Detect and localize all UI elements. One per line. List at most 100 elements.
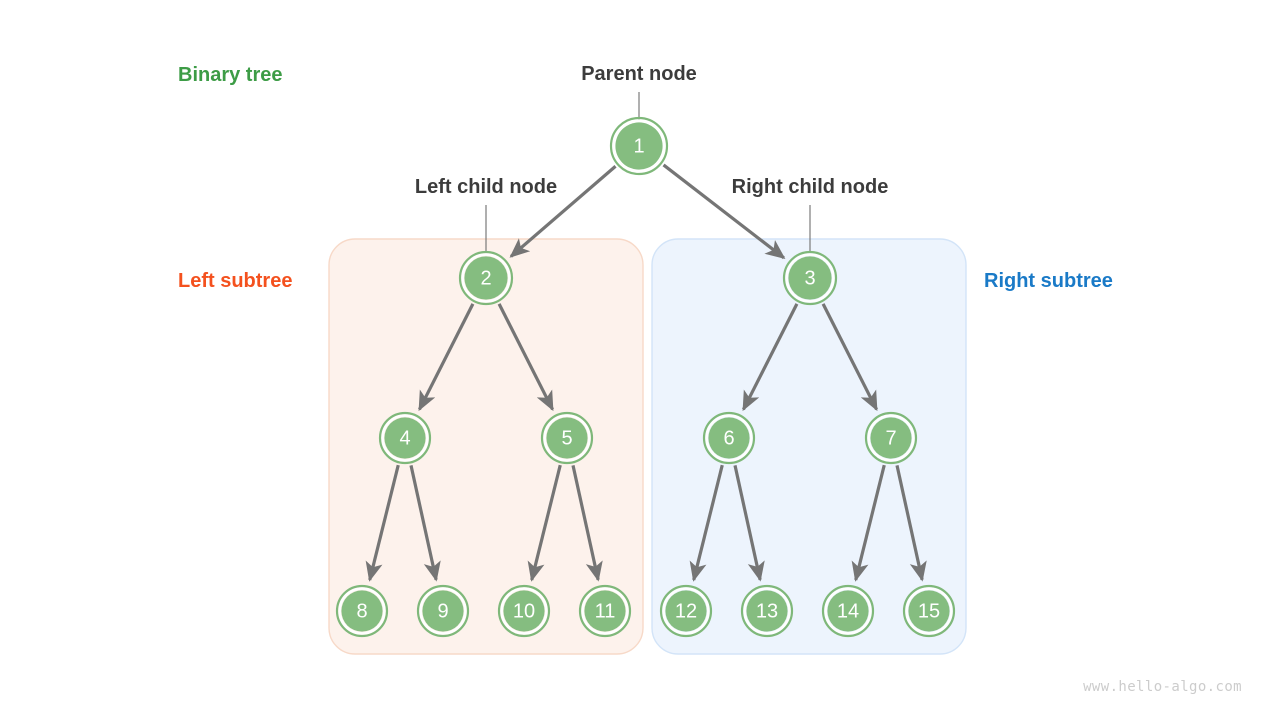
tree-edge (895, 465, 927, 582)
node-value: 9 (437, 601, 448, 623)
node-inner-ring (338, 587, 386, 635)
node-disc (908, 590, 950, 632)
node-inner-ring (500, 587, 548, 635)
node-value: 15 (918, 601, 940, 623)
node-outer-ring (335, 584, 389, 638)
node-outer-ring (702, 411, 756, 465)
tree-edge (689, 464, 724, 582)
node-inner-ring (381, 414, 429, 462)
node-outer-ring (578, 584, 632, 638)
tree-edge (821, 303, 878, 412)
tree-edge (662, 163, 786, 260)
node-value: 6 (723, 428, 734, 450)
node-value: 11 (595, 601, 616, 623)
node-disc (384, 417, 426, 459)
node-outer-ring (782, 250, 838, 306)
node-value: 8 (356, 601, 367, 623)
node-inner-ring (743, 587, 791, 635)
tree-edge (365, 464, 400, 582)
tree-edge (527, 464, 562, 582)
node-disc (584, 590, 626, 632)
node-value: 12 (675, 601, 697, 623)
node-inner-ring (419, 587, 467, 635)
node-inner-ring (785, 253, 835, 303)
node-disc (422, 590, 464, 632)
node-disc (870, 417, 912, 459)
node-value: 5 (561, 428, 572, 450)
node-outer-ring (902, 584, 956, 638)
tree-node-4: 4 (378, 411, 432, 465)
annotation-leaders (485, 92, 811, 253)
node-value: 4 (399, 428, 410, 450)
tree-edge (418, 303, 475, 412)
node-inner-ring (461, 253, 511, 303)
node-disc (503, 590, 545, 632)
tree-edge (742, 303, 799, 412)
tree-node-1: 1 (609, 116, 669, 176)
node-outer-ring (458, 250, 514, 306)
node-inner-ring (824, 587, 872, 635)
tree-edge (497, 303, 554, 412)
node-value: 14 (837, 601, 859, 623)
node-outer-ring (609, 116, 669, 176)
node-value: 1 (633, 136, 644, 158)
node-inner-ring (612, 119, 666, 173)
node-inner-ring (662, 587, 710, 635)
page-title: Binary tree (178, 64, 283, 86)
tree-node-8: 8 (335, 584, 389, 638)
tree-node-13: 13 (740, 584, 794, 638)
watermark: www.hello-algo.com (1083, 679, 1242, 695)
tree-node-2: 2 (458, 250, 514, 306)
node-disc (827, 590, 869, 632)
node-disc (615, 122, 663, 170)
tree-node-14: 14 (821, 584, 875, 638)
subtree-regions (328, 238, 967, 655)
tree-node-5: 5 (540, 411, 594, 465)
tree-edge (851, 464, 886, 582)
annotation-label-right-child-node: Right child node (732, 176, 889, 198)
tree-node-6: 6 (702, 411, 756, 465)
node-disc (708, 417, 750, 459)
node-outer-ring (378, 411, 432, 465)
node-disc (788, 256, 832, 300)
tree-node-12: 12 (659, 584, 713, 638)
node-inner-ring (867, 414, 915, 462)
region-box-right-subtree (651, 238, 967, 655)
node-value: 10 (513, 601, 535, 623)
tree-node-11: 11 (578, 584, 632, 638)
node-outer-ring (740, 584, 794, 638)
tree-node-9: 9 (416, 584, 470, 638)
node-value: 3 (804, 268, 815, 290)
node-inner-ring (543, 414, 591, 462)
node-outer-ring (864, 411, 918, 465)
node-outer-ring (416, 584, 470, 638)
tree-edge (733, 465, 765, 582)
node-value: 7 (885, 428, 896, 450)
node-outer-ring (659, 584, 713, 638)
tree-edge (571, 465, 603, 582)
node-inner-ring (905, 587, 953, 635)
tree-node-15: 15 (902, 584, 956, 638)
tree-edges (365, 163, 927, 582)
node-value: 13 (756, 601, 778, 623)
node-outer-ring (497, 584, 551, 638)
tree-edge (509, 165, 617, 258)
node-outer-ring (821, 584, 875, 638)
tree-edge (409, 465, 441, 582)
node-disc (546, 417, 588, 459)
tree-node-3: 3 (782, 250, 838, 306)
annotation-label-left-child-node: Left child node (415, 176, 557, 198)
node-value: 2 (480, 268, 491, 290)
node-disc (464, 256, 508, 300)
node-inner-ring (581, 587, 629, 635)
tree-node-7: 7 (864, 411, 918, 465)
region-label-right-subtree: Right subtree (984, 270, 1113, 292)
region-label-left-subtree: Left subtree (178, 270, 292, 292)
node-inner-ring (705, 414, 753, 462)
node-outer-ring (540, 411, 594, 465)
node-disc (746, 590, 788, 632)
tree-node-10: 10 (497, 584, 551, 638)
node-disc (341, 590, 383, 632)
